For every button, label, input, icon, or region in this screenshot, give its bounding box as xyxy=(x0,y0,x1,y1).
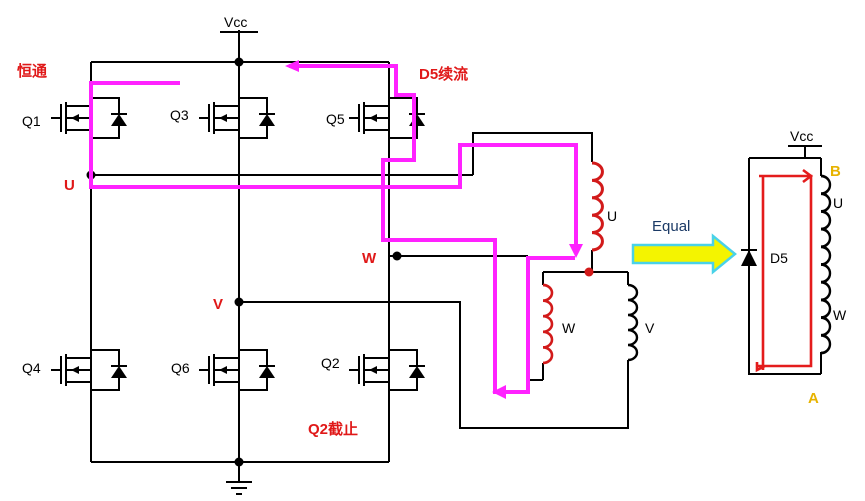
label-node-v: V xyxy=(213,296,223,313)
bridge-wiring xyxy=(90,30,629,495)
label-coil-u: U xyxy=(607,208,617,224)
label-node-w: W xyxy=(362,250,377,267)
mosfet-q3 xyxy=(198,95,276,141)
mosfet-q6 xyxy=(198,347,276,393)
equivalent-circuit xyxy=(741,145,832,375)
label-q3: Q3 xyxy=(170,107,189,123)
label-q4: Q4 xyxy=(22,360,41,376)
mosfet-q4 xyxy=(50,347,128,393)
label-q6: Q6 xyxy=(171,360,190,376)
label-q1: Q1 xyxy=(22,113,41,129)
equal-arrow xyxy=(631,233,737,275)
current-path xyxy=(89,60,583,399)
mosfet-q2 xyxy=(348,347,426,393)
label-vcc-right: Vcc xyxy=(790,128,813,144)
label-coil-w: W xyxy=(562,320,576,336)
label-q2: Q2 xyxy=(321,355,340,371)
label-d5-freewheel: D5续流 xyxy=(419,65,468,83)
label-right-a: A xyxy=(808,390,819,407)
label-d5: D5 xyxy=(770,250,788,266)
label-always-on: 恒通 xyxy=(17,62,47,80)
label-right-u: U xyxy=(833,195,843,211)
label-q2-off: Q2截止 xyxy=(308,420,358,438)
coil-u xyxy=(590,161,604,252)
label-q5: Q5 xyxy=(326,111,345,127)
label-coil-v: V xyxy=(645,320,655,336)
label-vcc-left: Vcc xyxy=(224,14,247,30)
label-node-u: U xyxy=(64,177,75,194)
junction-dots xyxy=(86,57,594,467)
label-right-b: B xyxy=(830,163,841,180)
label-right-w: W xyxy=(833,307,847,323)
coil-w xyxy=(541,283,554,365)
label-equal: Equal xyxy=(652,218,690,235)
coil-v xyxy=(626,283,639,362)
